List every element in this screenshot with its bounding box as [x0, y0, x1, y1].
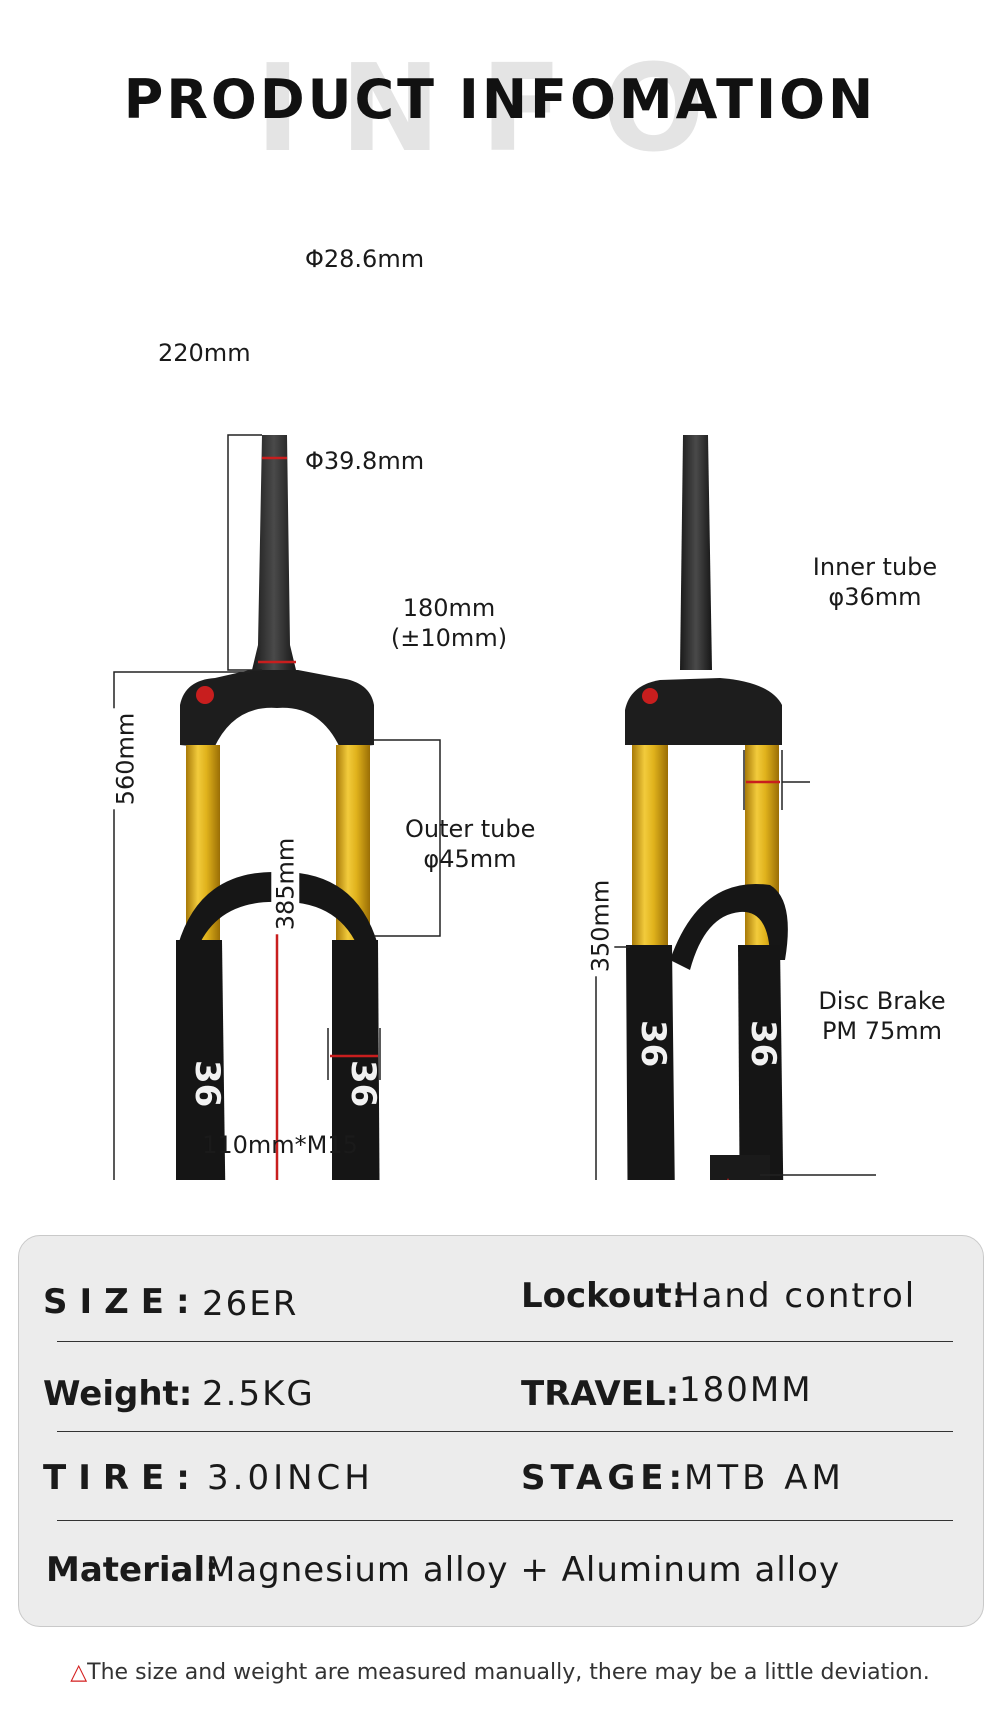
side-fork: 36 36 — [625, 435, 788, 1180]
lower-length-label: 350mm — [586, 875, 615, 977]
steerer-bottom-diameter-label: Φ39.8mm — [305, 447, 425, 475]
disc-brake-line1: Disc Brake — [818, 987, 946, 1015]
weight-label: Weight: — [43, 1374, 193, 1414]
outer-tube-line1: Outer tube — [405, 815, 536, 843]
travel-label: TRAVEL: — [521, 1374, 680, 1414]
disclaimer-note: △The size and weight are measured manual… — [0, 1660, 1000, 1685]
travel-dimension-line2: (±10mm) — [390, 624, 508, 652]
steerer-top-diameter-label: Φ28.6mm — [305, 245, 425, 273]
lockout-label: Lockout: — [521, 1276, 686, 1316]
stage-label: STAGE: — [521, 1458, 688, 1498]
inner-tube-line1: Inner tube — [812, 553, 938, 581]
travel-dimension-label: 180mm (±10mm) — [384, 593, 514, 653]
header: INFO PRODUCT INFOMATION — [0, 40, 1000, 180]
outer-tube-line2: φ45mm — [423, 845, 517, 873]
disc-brake-line2: PM 75mm — [821, 1017, 943, 1045]
steerer-length-label: 220mm — [158, 339, 251, 367]
svg-text:36: 36 — [633, 1020, 673, 1067]
fork-illustration: 36 36 36 36 — [113, 434, 876, 1180]
row-divider — [57, 1431, 953, 1432]
inner-tube-line2: φ36mm — [828, 583, 922, 611]
travel-dimension-line1: 180mm — [402, 594, 496, 622]
axle-to-crown-label: 385mm — [271, 833, 300, 935]
lockout-value: Hand control — [674, 1276, 917, 1316]
overall-length-label: 560mm — [111, 708, 140, 810]
front-fork: 36 36 — [176, 435, 383, 1180]
size-value: 26ER — [202, 1284, 299, 1324]
inner-tube-label: Inner tube φ36mm — [810, 552, 940, 612]
axle-spec-label: 110mm*M15 — [202, 1131, 358, 1159]
material-label: Material: — [46, 1550, 219, 1590]
weight-value: 2.5KG — [202, 1374, 315, 1414]
rebound-knob-side-icon — [642, 688, 658, 704]
outer-tube-label: Outer tube φ45mm — [405, 814, 535, 874]
size-label: SIZE: — [43, 1282, 202, 1322]
page-title: PRODUCT INFOMATION — [123, 68, 877, 131]
material-value: Magnesium alloy + Aluminum alloy — [206, 1550, 841, 1590]
svg-text:36: 36 — [743, 1020, 783, 1067]
tire-value: 3.0INCH — [207, 1458, 374, 1498]
disc-brake-label: Disc Brake PM 75mm — [812, 986, 952, 1046]
background-watermark-text: INFO — [255, 40, 745, 179]
disclaimer-text: The size and weight are measured manuall… — [87, 1660, 930, 1685]
svg-text:36: 36 — [343, 1060, 383, 1107]
svg-text:36: 36 — [187, 1060, 227, 1107]
tire-label: TIRE: — [43, 1458, 202, 1498]
travel-value: 180MM — [679, 1370, 813, 1410]
front-dimension-lines — [113, 434, 876, 1180]
row-divider — [57, 1341, 953, 1342]
spec-table: SIZE: 26ER Lockout: Hand control Weight:… — [18, 1235, 984, 1627]
rebound-knob-icon — [196, 686, 214, 704]
fork-diagram: 36 36 36 36 — [0, 200, 1000, 1180]
stage-value: MTB AM — [684, 1458, 845, 1498]
warning-triangle-icon: △ — [70, 1660, 88, 1685]
row-divider — [57, 1520, 953, 1521]
